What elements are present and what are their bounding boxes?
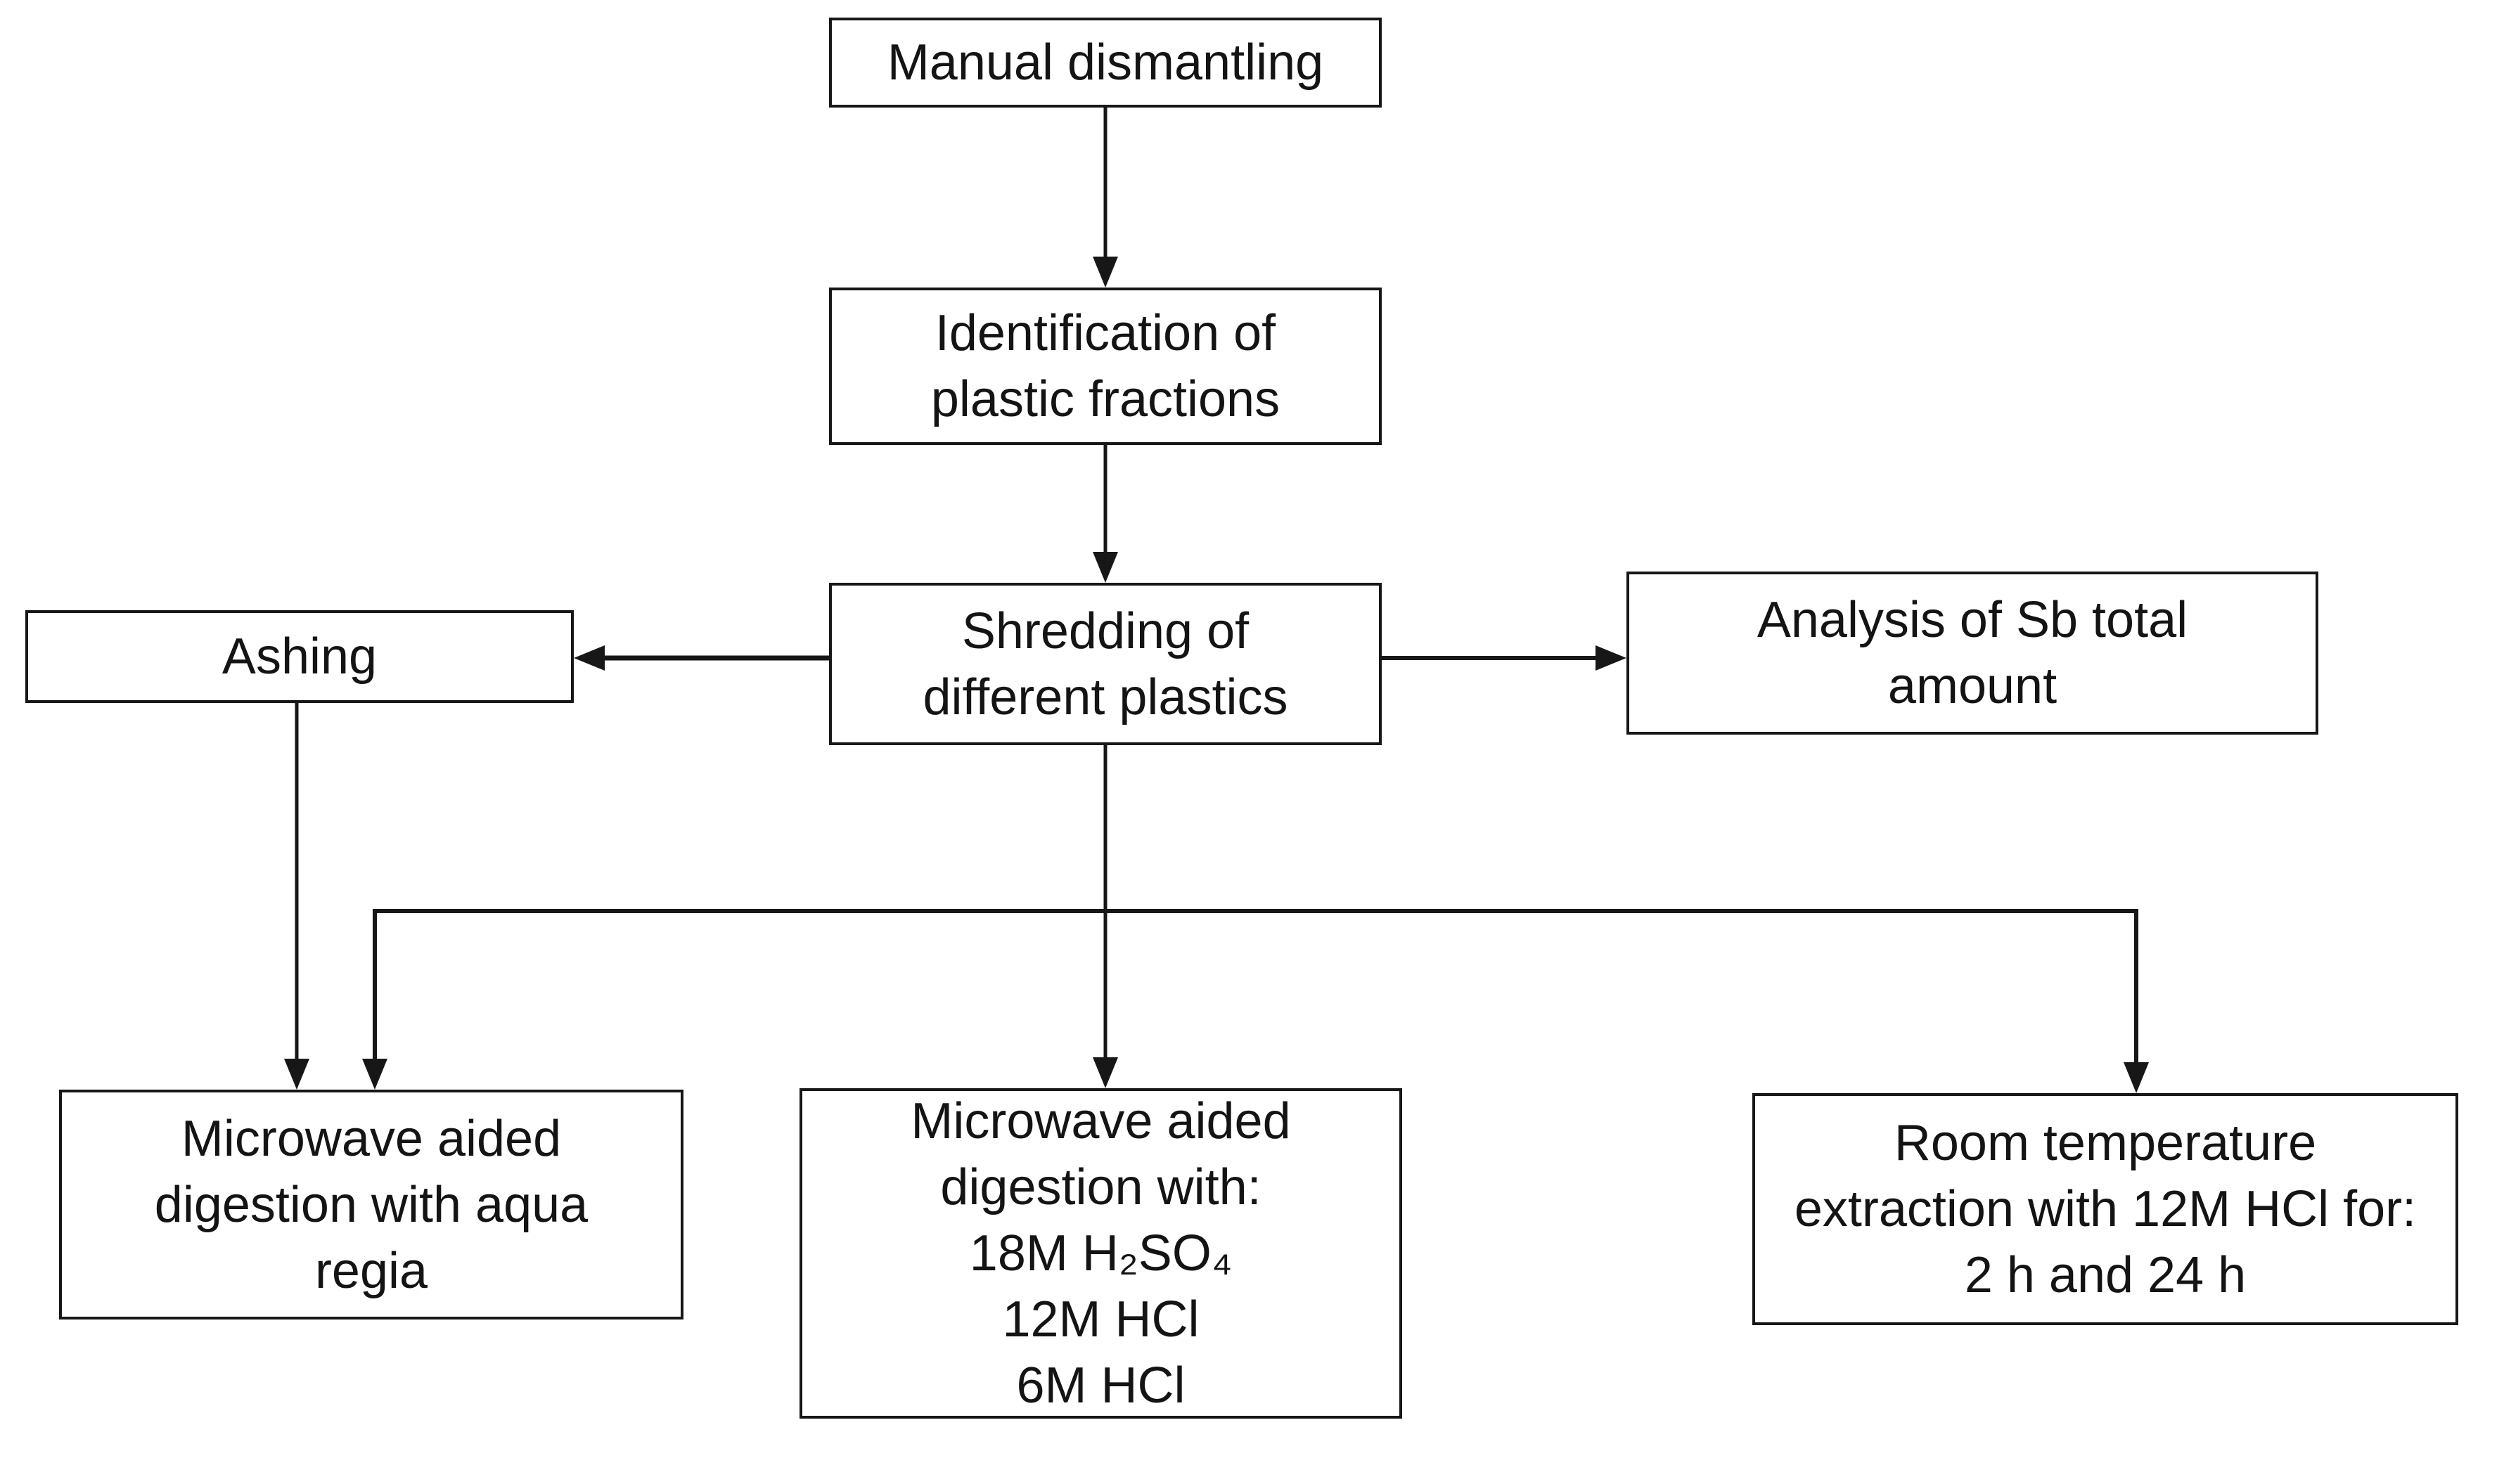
node-room-temp-label-line1: Room temperature	[1894, 1115, 2317, 1171]
edge-branch-to-room-temp-arrowhead	[2124, 1062, 2149, 1093]
node-aqua-regia-label-line2: digestion with aqua	[154, 1176, 589, 1233]
edge-identification-to-shredding-arrowhead	[1093, 552, 1118, 583]
node-microwave-digestion-aqua-regia: Microwave aided digestion with aqua regi…	[59, 1090, 683, 1320]
edge-manual-to-identification-arrowhead	[1093, 257, 1118, 288]
node-aqua-regia-label-line1: Microwave aided	[181, 1110, 562, 1167]
node-analysis-label-line1: Analysis of Sb total	[1757, 592, 2188, 648]
edge-shredding-to-analysis-arrowhead	[1596, 645, 1626, 671]
node-room-temperature-extraction: Room temperature extraction with 12M HCl…	[1752, 1093, 2458, 1325]
node-acid-digestion-label-line2: digestion with:	[940, 1159, 1261, 1215]
node-identification-label-line2: plastic fractions	[930, 371, 1280, 427]
edge-ashing-to-aqua-regia-arrowhead	[284, 1059, 309, 1090]
node-identification-of-plastic-fractions: Identification of plastic fractions	[829, 288, 1382, 445]
node-shredding-of-different-plastics: Shredding of different plastics	[829, 583, 1382, 745]
edge-branch-rail	[373, 909, 2138, 1065]
node-room-temp-label-line2: extraction with 12M HCl for:	[1794, 1181, 2417, 1237]
node-acid-digestion-label-line5: 6M HCl	[1016, 1357, 1186, 1414]
node-manual-dismantling-label: Manual dismantling	[887, 34, 1324, 91]
node-shredding-label-line2: different plastics	[923, 669, 1288, 725]
edge-branch-to-aqua-regia-arrowhead	[362, 1059, 387, 1090]
node-ashing-label: Ashing	[221, 628, 378, 685]
node-manual-dismantling: Manual dismantling	[829, 18, 1382, 108]
node-analysis-of-sb-total-amount: Analysis of Sb total amount	[1626, 572, 2318, 735]
node-acid-digestion-label-line4: 12M HCl	[1002, 1291, 1200, 1348]
edge-shredding-to-ashing-arrowhead	[574, 645, 605, 671]
node-acid-digestion-label-line1: Microwave aided	[911, 1093, 1291, 1149]
node-microwave-digestion-acids: Microwave aided digestion with: 18M H₂SO…	[800, 1088, 1402, 1419]
node-analysis-label-line2: amount	[1887, 658, 2057, 714]
node-shredding-label-line1: Shredding of	[961, 602, 1250, 659]
node-aqua-regia-label-line3: regia	[314, 1242, 428, 1299]
node-ashing: Ashing	[25, 610, 574, 703]
edge-shredding-to-acid-digestion-arrowhead	[1093, 1057, 1118, 1088]
node-room-temp-label-line3: 2 h and 24 h	[1964, 1247, 2247, 1303]
node-acid-digestion-label-line3: 18M H₂SO₄	[969, 1225, 1233, 1282]
node-identification-label-line1: Identification of	[935, 305, 1276, 361]
